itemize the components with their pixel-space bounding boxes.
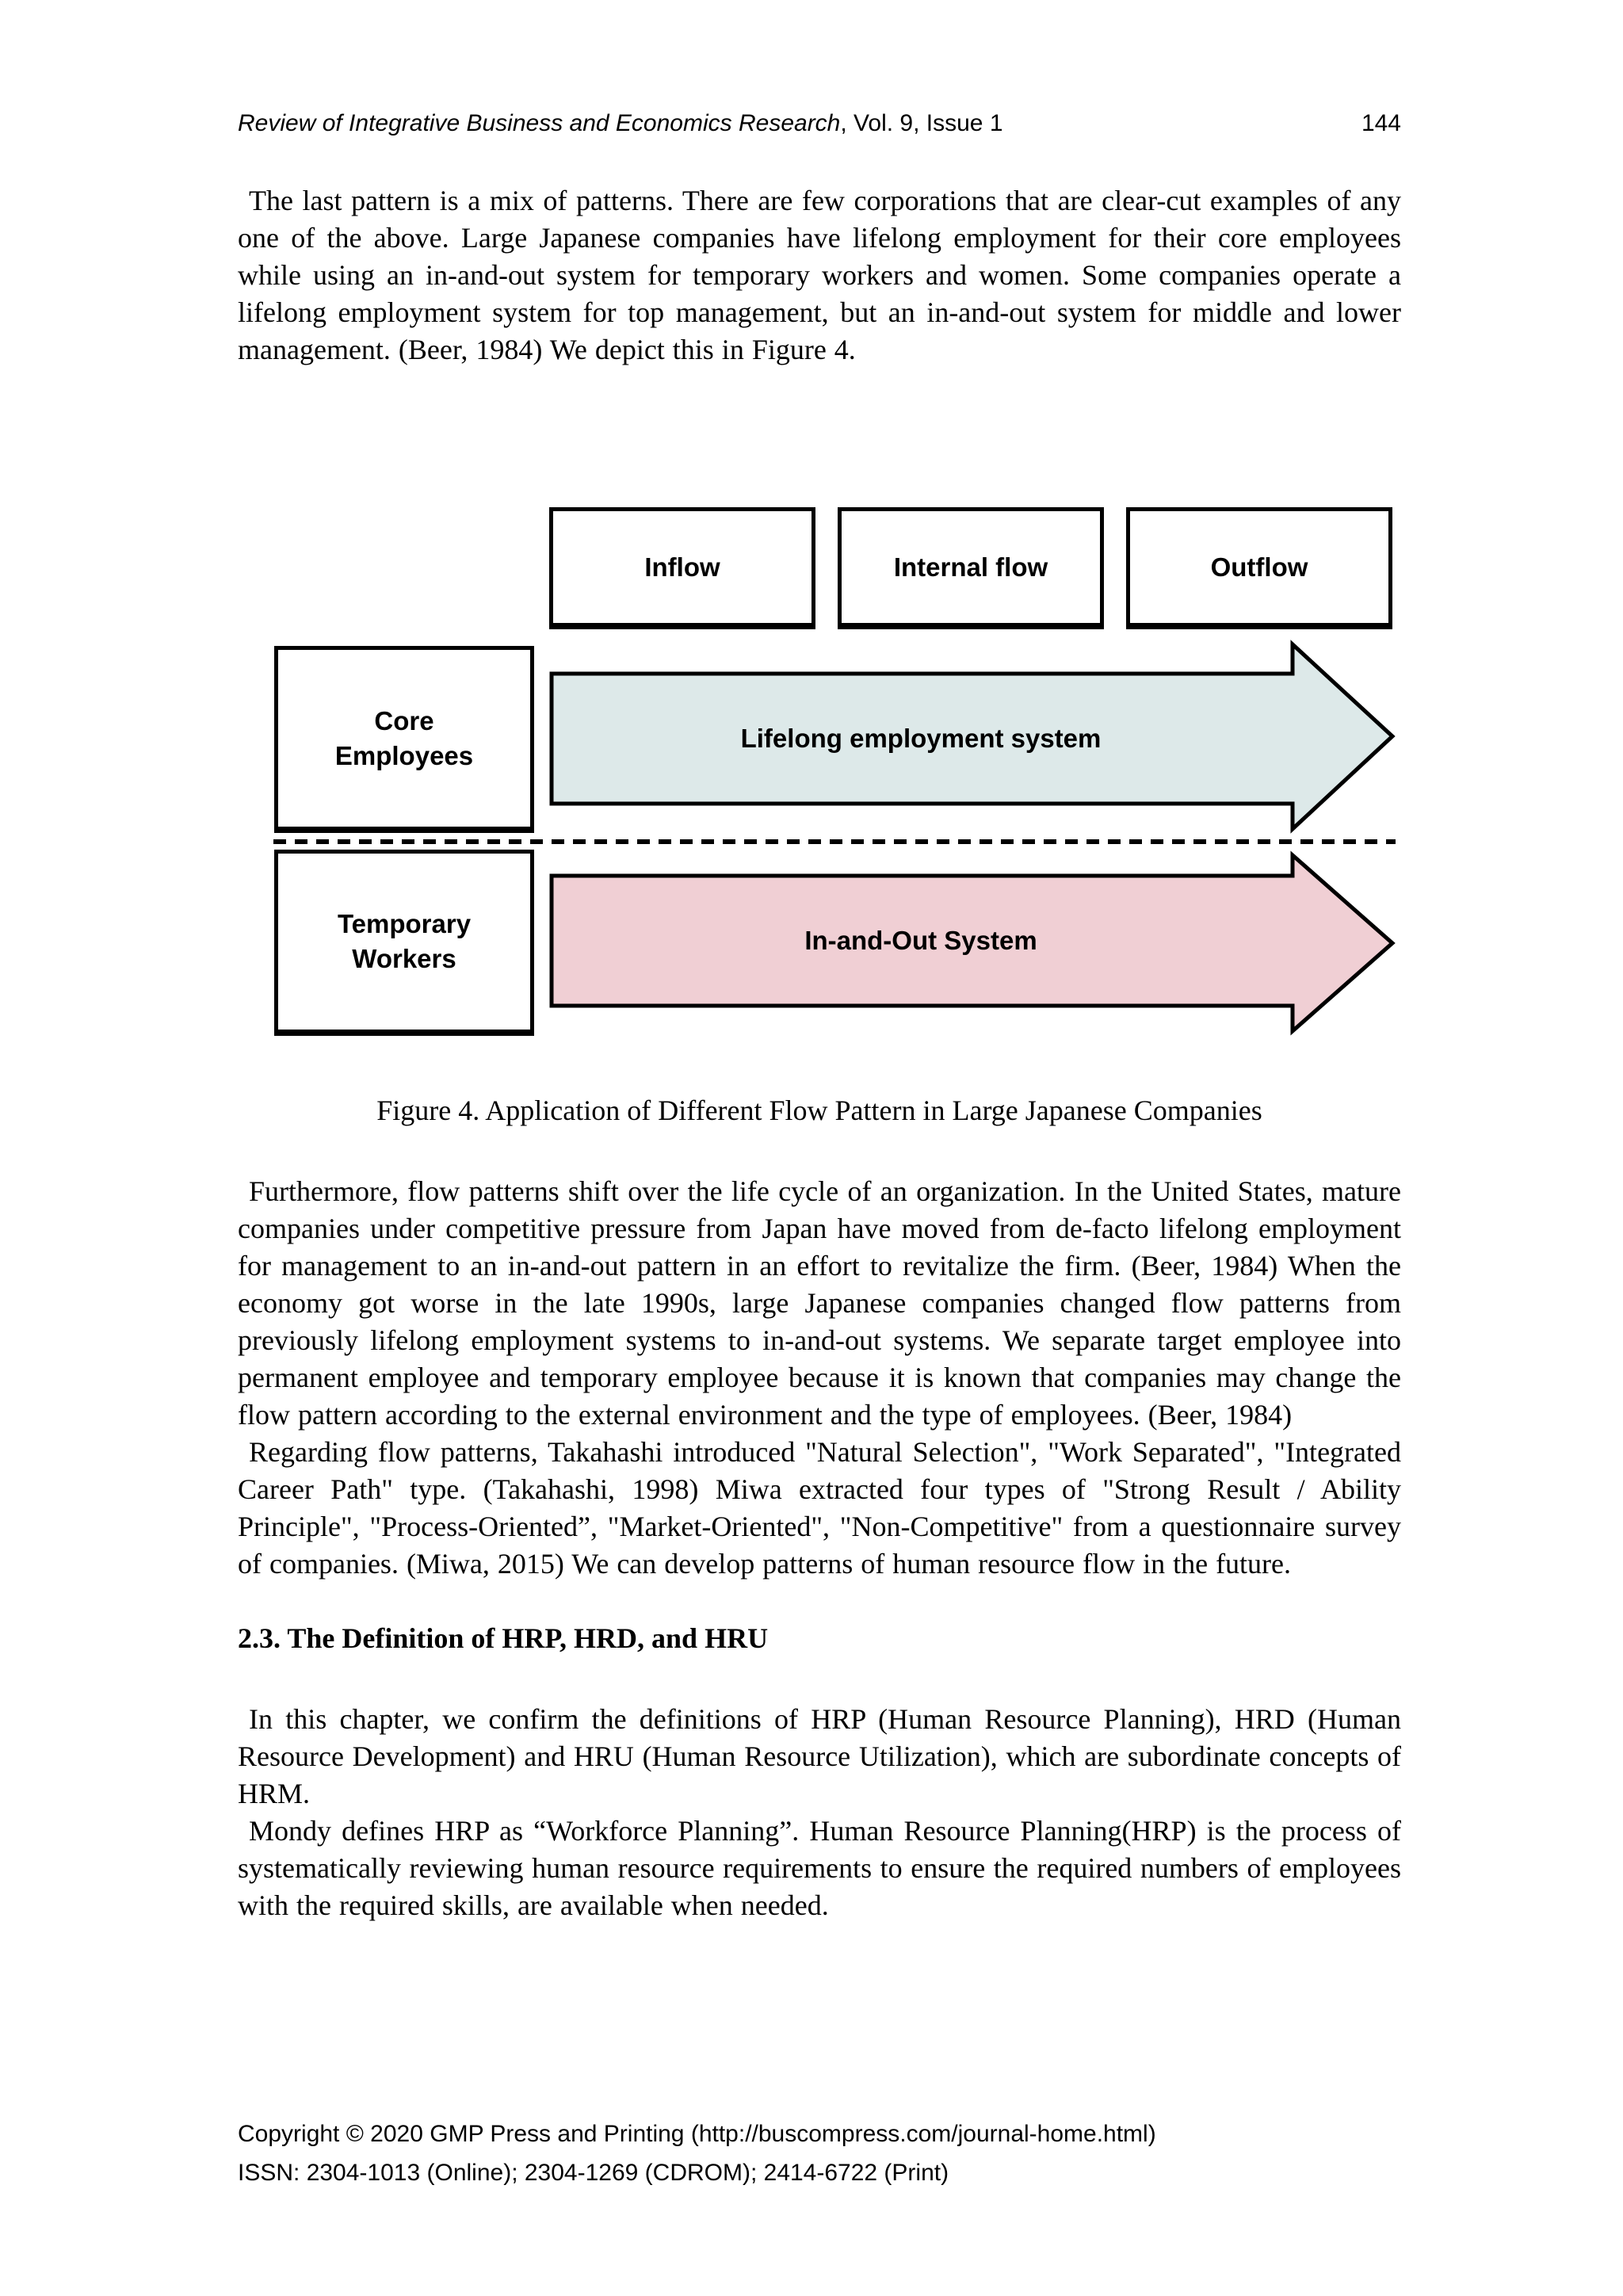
temporary-workers-label: Temporary Workers	[337, 909, 472, 973]
core-employees-label: Core Employees	[334, 705, 474, 770]
figure-4-diagram: Inflow Internal flow Outflow Core Employ…	[238, 507, 1401, 1036]
lifelong-employment-arrow	[549, 640, 1396, 834]
internal-flow-box: Internal flow	[838, 507, 1104, 629]
journal-title: Review of Integrative Business and Econo…	[238, 110, 841, 136]
paragraph-definitions: In this chapter, we confirm the definiti…	[238, 1703, 1401, 1809]
page-footer: Copyright © 2020 GMP Press and Printing …	[238, 2115, 1401, 2192]
in-and-out-arrow-label: In-and-Out System	[804, 926, 1037, 955]
core-employees-box: Core Employees	[274, 646, 534, 833]
journal-reference: Review of Integrative Business and Econo…	[238, 109, 1003, 138]
section-heading-2-3: 2.3. The Definition of HRP, HRD, and HRU	[238, 1622, 769, 1654]
in-and-out-arrow	[549, 850, 1396, 1036]
paragraph-mondy-hrp: Mondy defines HRP as “Workforce Planning…	[238, 1815, 1401, 1921]
page-header: Review of Integrative Business and Econo…	[238, 109, 1401, 138]
journal-issue: , Vol. 9, Issue 1	[840, 110, 1003, 136]
copyright-line: Copyright © 2020 GMP Press and Printing …	[238, 2121, 1156, 2147]
outflow-box: Outflow	[1126, 507, 1392, 629]
issn-line: ISSN: 2304-1013 (Online); 2304-1269 (CDR…	[238, 2160, 949, 2186]
lifelong-employment-arrow-shape	[549, 640, 1396, 834]
inflow-box: Inflow	[549, 507, 815, 629]
paragraph-mix-of-patterns: The last pattern is a mix of patterns. T…	[238, 185, 1401, 365]
internal-flow-label: Internal flow	[893, 552, 1048, 582]
outflow-label: Outflow	[1210, 552, 1308, 582]
inflow-label: Inflow	[644, 552, 720, 582]
temporary-workers-box: Temporary Workers	[274, 850, 534, 1036]
page-number: 144	[1361, 110, 1401, 136]
lifelong-employment-arrow-label: Lifelong employment system	[740, 724, 1102, 753]
figure-caption: Figure 4. Application of Different Flow …	[376, 1095, 1262, 1126]
page-content: Review of Integrative Business and Econo…	[238, 0, 1401, 1924]
paragraph-takahashi-miwa: Regarding flow patterns, Takahashi intro…	[238, 1436, 1401, 1580]
paragraph-flow-patterns-shift: Furthermore, flow patterns shift over th…	[238, 1175, 1401, 1431]
dashed-divider	[273, 839, 1396, 844]
in-and-out-arrow-shape	[549, 850, 1396, 1036]
